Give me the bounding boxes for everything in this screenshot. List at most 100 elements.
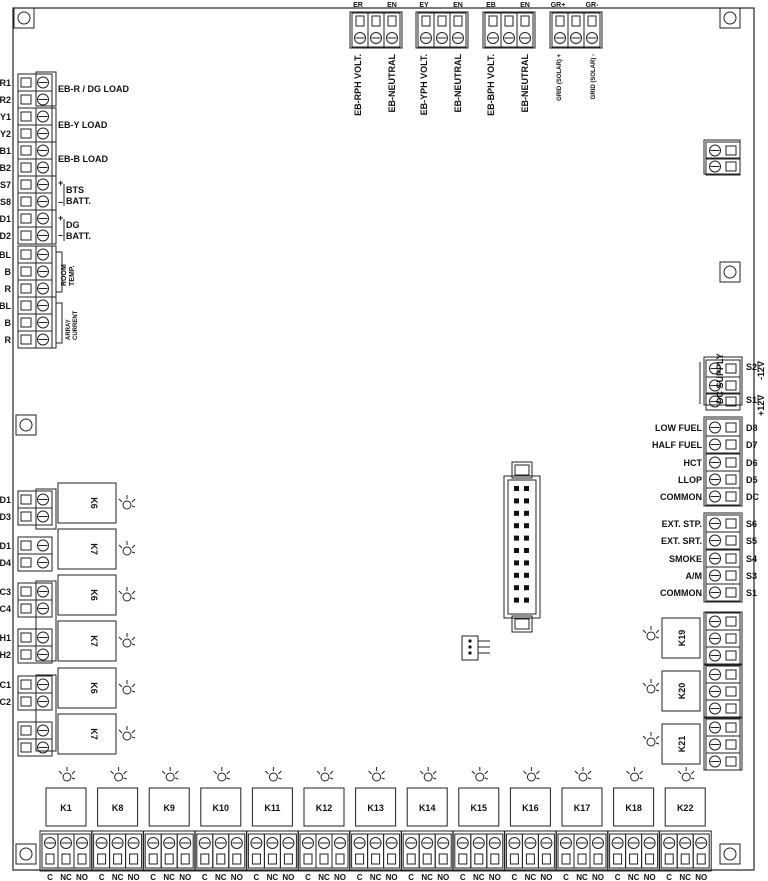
relay-terminal[interactable] (557, 833, 575, 869)
left-terminal[interactable] (17, 90, 53, 109)
input-terminal[interactable] (705, 549, 741, 568)
relay-terminal[interactable] (505, 833, 523, 869)
left-terminal[interactable] (17, 279, 53, 298)
left-terminal[interactable] (17, 628, 53, 647)
relay-terminal[interactable] (196, 833, 214, 869)
input-terminal[interactable] (705, 566, 741, 585)
left-terminal[interactable] (17, 124, 53, 143)
relay-terminal[interactable] (247, 833, 265, 869)
right-terminal[interactable] (705, 157, 741, 176)
relay-terminal[interactable] (351, 833, 369, 869)
relay-terminal[interactable] (402, 833, 420, 869)
relay-terminal[interactable] (418, 833, 436, 869)
input-terminal[interactable] (705, 453, 741, 472)
relay-terminal[interactable] (625, 833, 643, 869)
relay-terminal[interactable] (521, 833, 539, 869)
relay-terminal[interactable] (279, 833, 297, 869)
relay-terminal[interactable] (573, 833, 591, 869)
relay-terminal[interactable] (383, 833, 401, 869)
left-terminal[interactable] (17, 296, 53, 315)
relay-terminal[interactable] (486, 833, 504, 869)
relay-terminal[interactable] (705, 718, 741, 737)
left-terminal[interactable] (17, 553, 53, 572)
relay-terminal[interactable] (705, 612, 741, 631)
left-terminal[interactable] (17, 675, 53, 694)
left-terminal[interactable] (17, 209, 53, 228)
relay-terminal[interactable] (176, 833, 194, 869)
relay-terminal[interactable] (537, 833, 555, 869)
relay-terminal[interactable] (299, 833, 317, 869)
top-terminal[interactable] (351, 12, 369, 48)
relay-terminal[interactable] (705, 629, 741, 648)
top-terminal[interactable] (516, 12, 534, 48)
left-terminal[interactable] (17, 645, 53, 664)
relay-terminal[interactable] (57, 833, 75, 869)
input-terminal[interactable] (705, 418, 741, 437)
left-terminal[interactable] (17, 490, 53, 509)
relay-terminal[interactable] (705, 646, 741, 665)
relay-terminal[interactable] (470, 833, 488, 869)
relay-terminal[interactable] (705, 665, 741, 684)
left-terminal[interactable] (17, 582, 53, 601)
left-terminal[interactable] (17, 262, 53, 281)
input-terminal[interactable] (705, 514, 741, 533)
relay-terminal[interactable] (367, 833, 385, 869)
dc-terminal[interactable] (705, 376, 741, 395)
relay-terminal[interactable] (705, 735, 741, 754)
relay-terminal[interactable] (263, 833, 281, 869)
relay-terminal[interactable] (454, 833, 472, 869)
relay-terminal[interactable] (692, 833, 710, 869)
relay-terminal[interactable] (705, 682, 741, 701)
top-terminal[interactable] (383, 12, 401, 48)
relay-terminal[interactable] (125, 833, 143, 869)
relay-terminal[interactable] (160, 833, 178, 869)
input-terminal[interactable] (705, 531, 741, 550)
relay-terminal[interactable] (144, 833, 162, 869)
left-terminal[interactable] (17, 107, 53, 126)
left-terminal[interactable] (17, 175, 53, 194)
relay-terminal[interactable] (641, 833, 659, 869)
left-terminal[interactable] (17, 738, 53, 757)
relay-terminal[interactable] (331, 833, 349, 869)
relay-terminal[interactable] (93, 833, 111, 869)
relay-terminal[interactable] (73, 833, 91, 869)
relay-terminal[interactable] (705, 752, 741, 771)
relay-terminal[interactable] (109, 833, 127, 869)
dc-terminal[interactable] (705, 392, 741, 411)
relay-terminal[interactable] (589, 833, 607, 869)
input-terminal[interactable] (705, 435, 741, 454)
left-terminal[interactable] (17, 141, 53, 160)
relay-terminal[interactable] (315, 833, 333, 869)
top-terminal[interactable] (500, 12, 518, 48)
left-terminal[interactable] (17, 226, 53, 245)
left-terminal[interactable] (17, 330, 53, 349)
top-terminal[interactable] (417, 12, 435, 48)
left-terminal[interactable] (17, 313, 53, 332)
top-terminal[interactable] (367, 12, 385, 48)
right-terminal[interactable] (705, 141, 741, 160)
top-terminal[interactable] (583, 12, 601, 48)
relay-terminal[interactable] (676, 833, 694, 869)
relay-terminal[interactable] (660, 833, 678, 869)
relay-terminal[interactable] (609, 833, 627, 869)
top-terminal[interactable] (567, 12, 585, 48)
relay-terminal[interactable] (705, 699, 741, 718)
relay-terminal[interactable] (41, 833, 59, 869)
left-terminal[interactable] (17, 73, 53, 92)
left-terminal[interactable] (17, 192, 53, 211)
top-terminal[interactable] (551, 12, 569, 48)
left-terminal[interactable] (17, 721, 53, 740)
left-terminal[interactable] (17, 245, 53, 264)
left-terminal[interactable] (17, 536, 53, 555)
relay-terminal[interactable] (434, 833, 452, 869)
left-terminal[interactable] (17, 692, 53, 711)
top-terminal[interactable] (433, 12, 451, 48)
left-terminal[interactable] (17, 599, 53, 618)
top-terminal[interactable] (484, 12, 502, 48)
input-terminal[interactable] (705, 583, 741, 602)
relay-terminal[interactable] (212, 833, 230, 869)
left-terminal[interactable] (17, 507, 53, 526)
input-terminal[interactable] (705, 487, 741, 506)
relay-terminal[interactable] (228, 833, 246, 869)
input-terminal[interactable] (705, 470, 741, 489)
